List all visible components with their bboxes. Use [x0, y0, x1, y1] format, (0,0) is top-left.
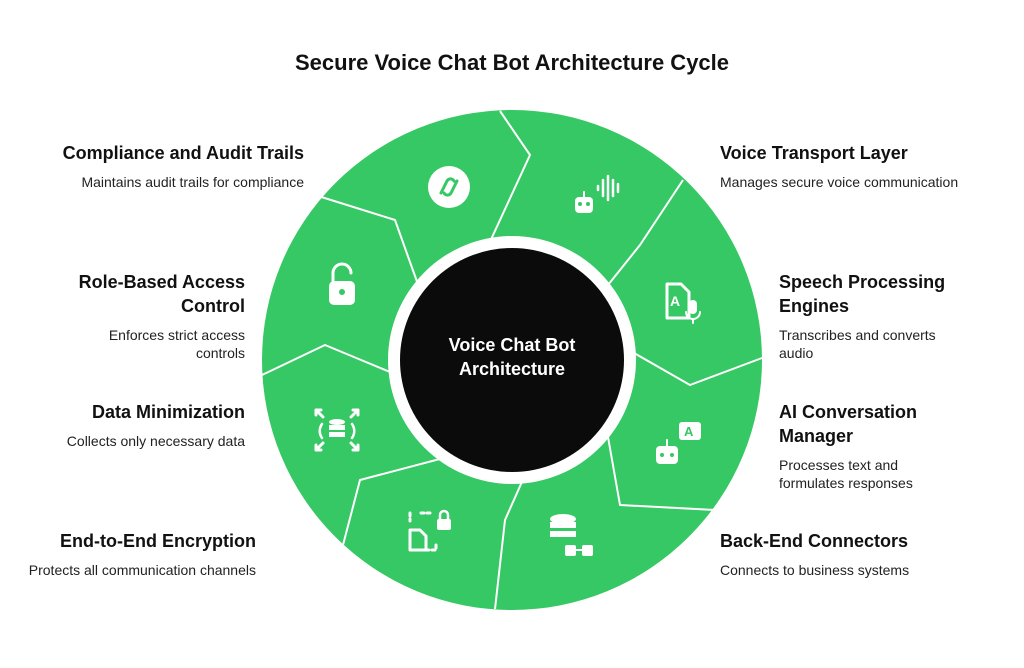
role-based-access-label: Role-Based Access Control Enforces stric… — [79, 270, 245, 362]
end-to-end-encryption-title: End-to-End Encryption — [60, 531, 256, 551]
voice-transport-layer-label: Voice Transport Layer Manages secure voi… — [720, 141, 958, 191]
speech-processing-desc: Transcribes and converts audio — [779, 326, 945, 362]
compliance-audit-label: Compliance and Audit Trails Maintains au… — [63, 141, 304, 191]
voice-transport-layer-desc: Manages secure voice communication — [720, 174, 959, 190]
speech-processing-desc-line-1: Transcribes and converts — [779, 327, 936, 343]
audit-link-icon — [428, 166, 470, 208]
data-minimization-label: Data Minimization Collects only necessar… — [67, 400, 245, 450]
back-end-connectors-label: Back-End Connectors Connects to business… — [720, 529, 909, 579]
encrypted-file-icon — [408, 509, 451, 552]
voice-transport-layer-title: Voice Transport Layer — [720, 143, 908, 163]
database-connectors-icon — [550, 514, 593, 556]
role-based-access-title-line-2: Control — [181, 296, 245, 316]
back-end-connectors-title: Back-End Connectors — [720, 531, 909, 551]
role-based-access-desc: Enforces strict access controls — [79, 326, 245, 362]
svg-text:A: A — [670, 293, 680, 309]
speech-processing-desc-line-2: audio — [779, 345, 814, 361]
compliance-audit-title: Compliance and Audit Trails — [62, 143, 304, 163]
hub-label-line-1: Voice Chat Bot — [448, 335, 576, 355]
ai-conversation-title: AI Conversation Manager — [779, 400, 917, 448]
speech-processing-title: Speech Processing Engines — [779, 270, 945, 318]
role-based-access-desc-line-1: Enforces strict access — [108, 327, 245, 343]
ai-conversation-label: AI Conversation Manager Processes text a… — [779, 400, 917, 492]
role-based-access-title: Role-Based Access Control — [79, 270, 245, 318]
speech-processing-title-line-2: Engines — [779, 296, 850, 316]
hub-center — [400, 248, 624, 472]
ai-conversation-title-line-2: Manager — [779, 426, 854, 446]
ai-conversation-desc-line-2: formulates responses — [779, 475, 913, 491]
end-to-end-encryption-desc: Protects all communication channels — [28, 562, 256, 578]
end-to-end-encryption-label: End-to-End Encryption Protects all commu… — [29, 529, 256, 579]
back-end-connectors-desc: Connects to business systems — [720, 562, 910, 578]
speech-processing-label: Speech Processing Engines Transcribes an… — [779, 270, 945, 362]
role-based-access-title-line-1: Role-Based Access — [78, 272, 245, 292]
data-minimization-desc: Collects only necessary data — [66, 433, 245, 449]
speech-processing-title-line-1: Speech Processing — [779, 272, 946, 292]
unlock-icon — [329, 262, 355, 305]
ai-conversation-desc: Processes text and formulates responses — [779, 456, 917, 492]
hub-label: Voice Chat Bot Architecture — [412, 333, 612, 381]
compliance-audit-desc: Maintains audit trails for compliance — [81, 174, 304, 190]
robot-chat-icon: A — [656, 422, 701, 464]
svg-text:A: A — [684, 424, 694, 439]
data-minimization-title: Data Minimization — [91, 402, 245, 422]
page-title: Secure Voice Chat Bot Architecture Cycle — [294, 50, 730, 75]
ai-conversation-title-line-1: AI Conversation — [779, 402, 918, 422]
ai-conversation-desc-line-1: Processes text and — [779, 457, 899, 473]
robot-voice-icon — [575, 174, 620, 213]
speech-document-mic-icon: A — [665, 282, 701, 324]
hub-label-line-2: Architecture — [458, 359, 566, 379]
data-minimize-icon — [314, 408, 360, 452]
role-based-access-desc-line-2: controls — [195, 345, 245, 361]
